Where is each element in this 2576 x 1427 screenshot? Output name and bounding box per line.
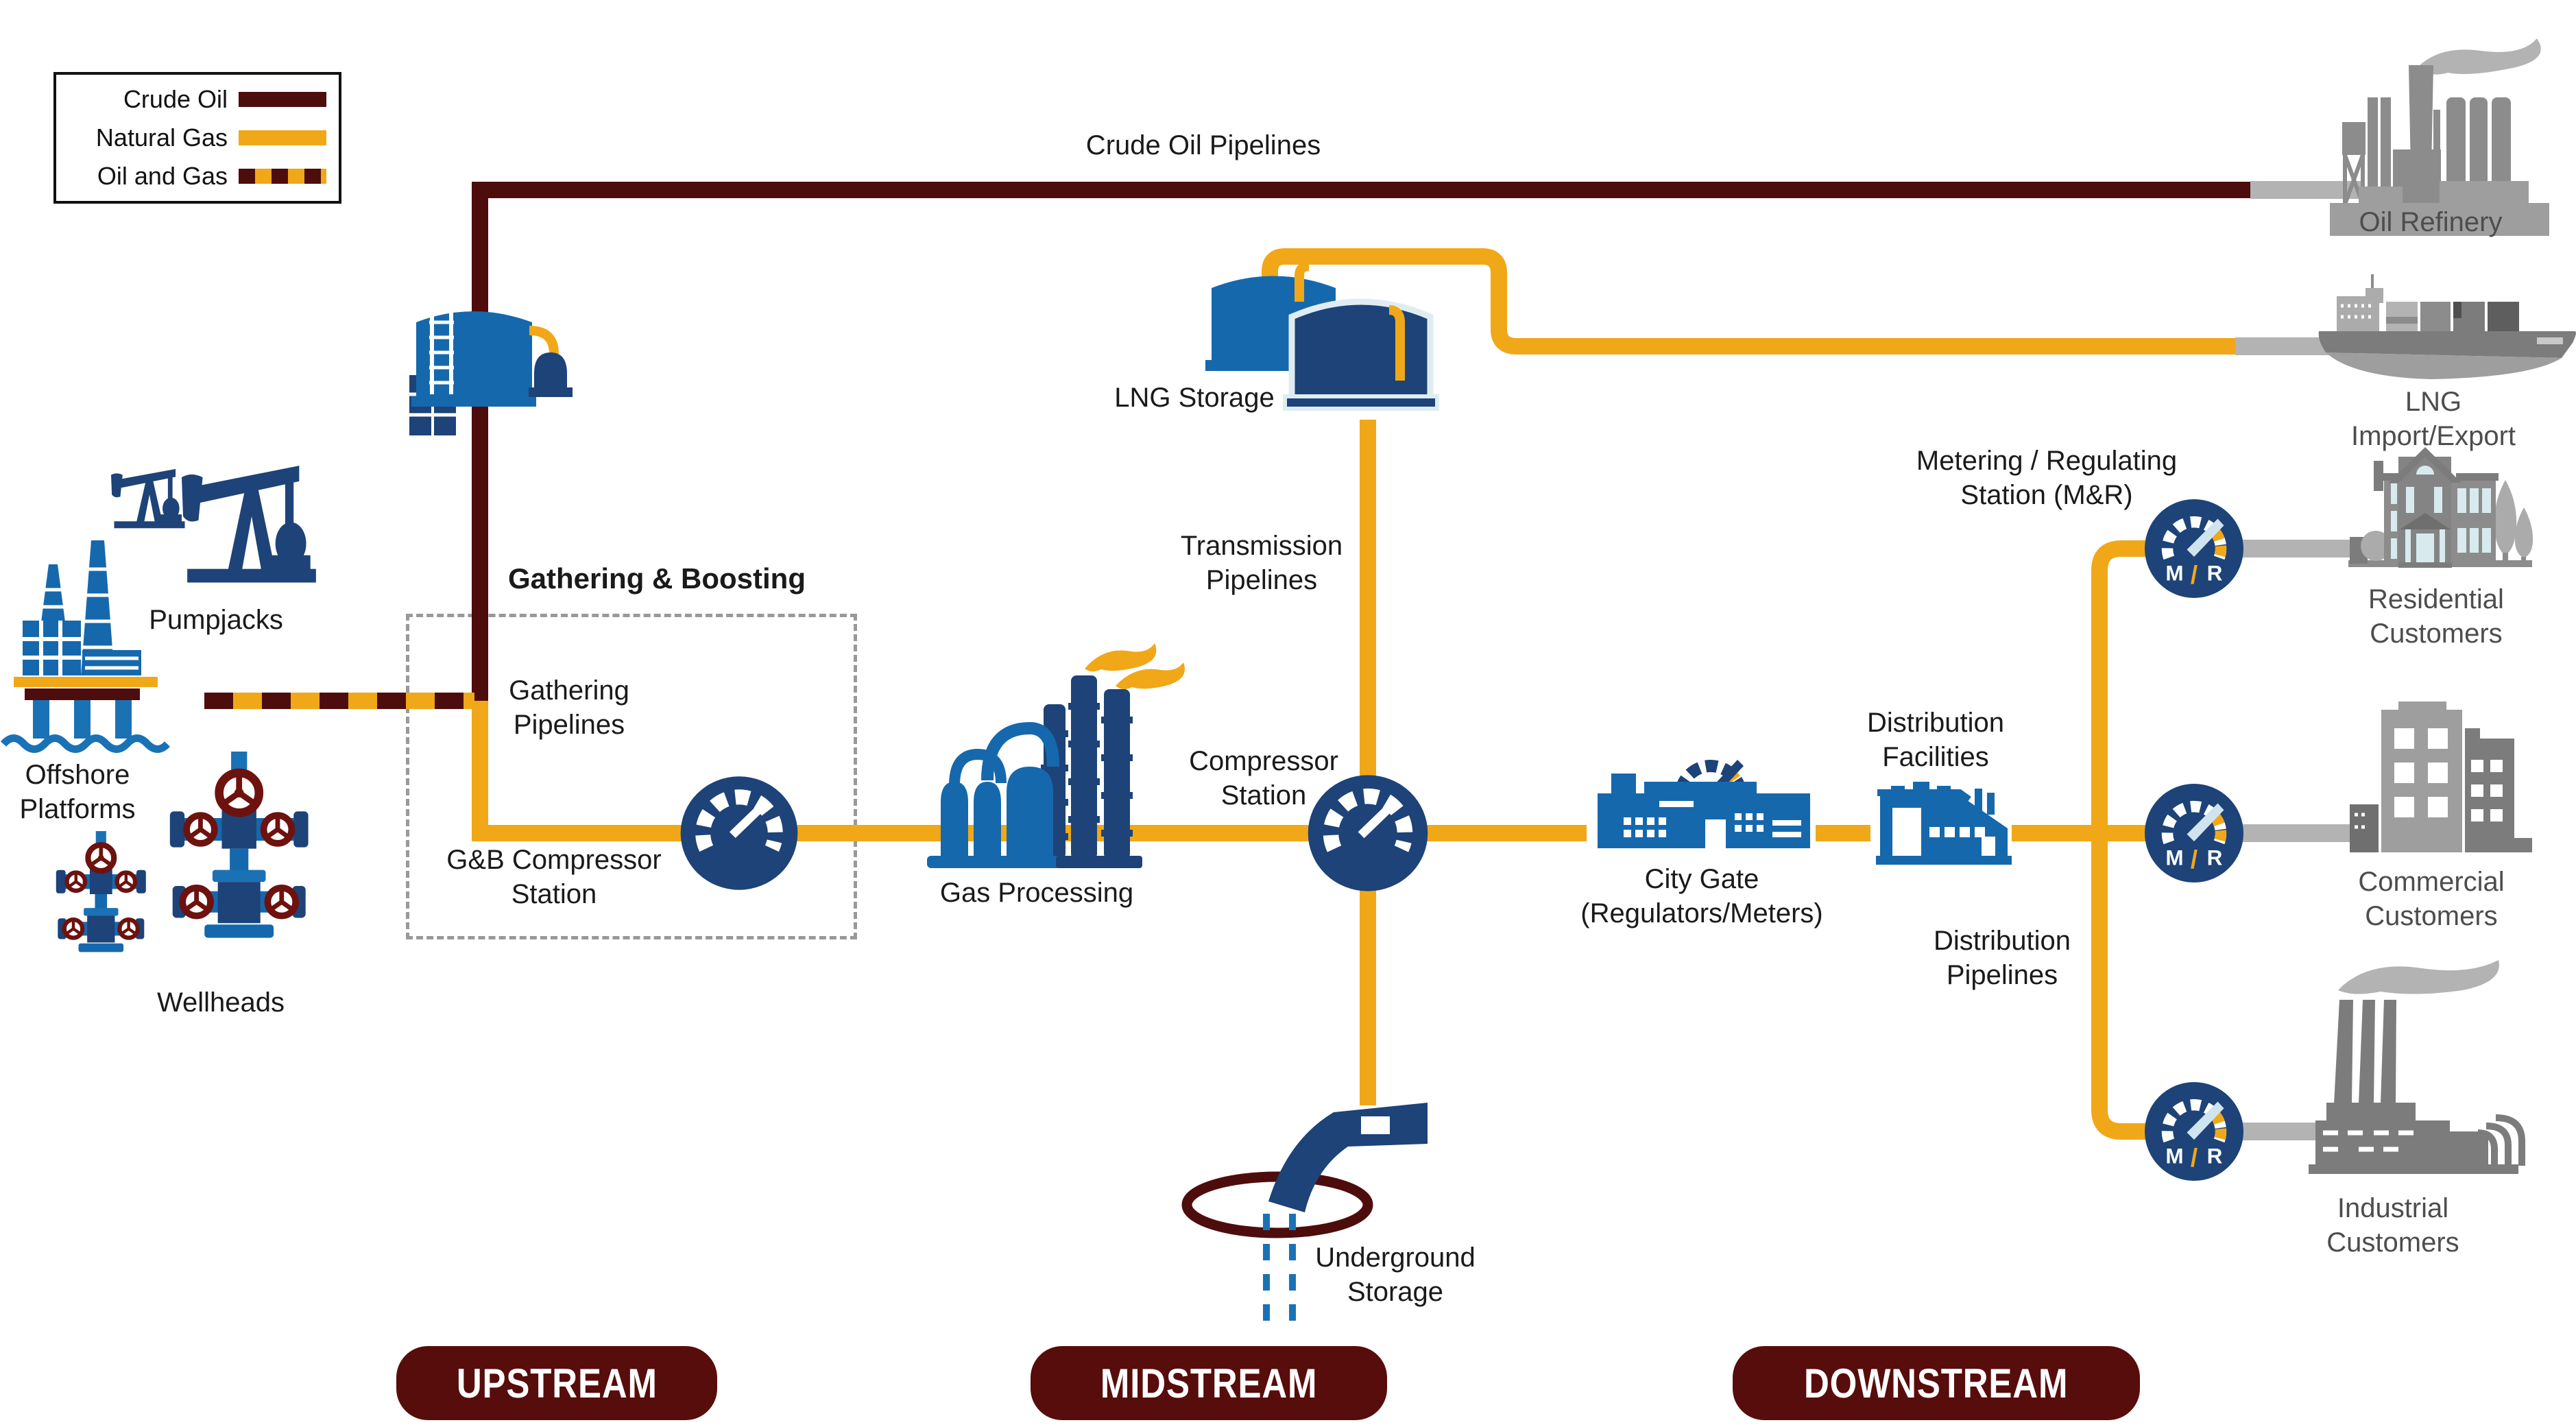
gathering-boosting-box	[406, 614, 857, 939]
gathering-boosting-label: Gathering & Boosting	[508, 562, 806, 595]
transmission-pipelines-label: Transmission Pipelines	[1180, 531, 1343, 595]
crude-oil-pipelines-label: Crude Oil Pipelines	[1085, 130, 1321, 160]
commercial-customers-label: Commercial Customers	[2358, 867, 2505, 931]
oil-refinery-icon	[2330, 38, 2549, 236]
gb-compressor-station-label: G&B Compressor Station	[446, 845, 662, 909]
legend: Crude Oil Natural Gas Oil and Gas	[53, 72, 341, 204]
gathering-pipelines-label: Gathering Pipelines	[509, 675, 629, 740]
wellheads-label: Wellheads	[156, 987, 285, 1018]
legend-oil-and-gas-label: Oil and Gas	[97, 162, 228, 190]
lng-import-export-label: LNG Import/Export	[2350, 387, 2516, 451]
commercial-buildings-icon	[2350, 701, 2532, 852]
crude-oil-pipeline	[472, 182, 2250, 701]
offshore-platforms-label: Offshore Platforms	[19, 760, 136, 824]
industrial-customers-label: Industrial Customers	[2326, 1193, 2459, 1258]
wellhead-large-icon	[170, 752, 309, 938]
gb-compressor-gauge-icon	[681, 776, 798, 889]
lng-export-pipeline	[1262, 248, 2235, 355]
metering-regulating-station-label: Metering / Regulating Station (M&R)	[1916, 446, 2178, 510]
pumpjack-small-icon	[111, 468, 185, 529]
compressor-station-label: Compressor Station	[1189, 746, 1338, 811]
city-gate-label: City Gate (Regulators/Meters)	[1580, 864, 1823, 928]
residential-house-icon	[2348, 447, 2533, 568]
mr-station-residential-icon	[2145, 499, 2243, 598]
midstream-pill-label: MIDSTREAM	[1100, 1360, 1318, 1406]
legend-crude-oil-swatch	[239, 92, 326, 107]
legend-natural-gas-swatch	[239, 130, 326, 145]
pumpjacks-label: Pumpjacks	[149, 605, 283, 635]
wellhead-small-icon	[56, 831, 146, 952]
lng-storage-label: LNG Storage	[1114, 383, 1275, 413]
legend-row-natural-gas: Natural Gas	[56, 123, 339, 152]
legend-row-oil-and-gas: Oil and Gas	[56, 162, 339, 191]
pumpjack-large-icon	[182, 466, 316, 583]
distribution-facilities-label: Distribution Facilities	[1866, 708, 2005, 772]
upstream-pill: UPSTREAM	[396, 1346, 717, 1420]
downstream-pill-label: DOWNSTREAM	[1804, 1360, 2069, 1406]
distribution-pipeline-trunk	[2091, 540, 2170, 1140]
gas-processing-icon	[927, 643, 1185, 868]
residential-customers-label: Residential Customers	[2368, 584, 2504, 649]
city-gate-icon	[1598, 760, 1810, 848]
industrial-factory-icon	[2309, 960, 2525, 1174]
midstream-pill: MIDSTREAM	[1031, 1346, 1387, 1420]
lng-ship-icon	[2318, 274, 2576, 379]
legend-row-crude-oil: Crude Oil	[56, 85, 339, 114]
underground-storage-label: Underground Storage	[1315, 1243, 1476, 1307]
oil-refinery-label: Oil Refinery	[2359, 207, 2503, 237]
underground-storage-icon	[1181, 1103, 1428, 1327]
legend-natural-gas-label: Natural Gas	[95, 123, 228, 152]
lng-storage-icon	[1205, 261, 1439, 411]
gas-processing-label: Gas Processing	[939, 878, 1134, 908]
downstream-pill: DOWNSTREAM	[1733, 1346, 2140, 1420]
mr-station-commercial-icon	[2145, 784, 2243, 883]
mr-station-industrial-icon	[2145, 1082, 2243, 1181]
offshore-platform-icon	[0, 540, 171, 753]
upstream-pill-label: UPSTREAM	[456, 1360, 658, 1406]
legend-crude-oil-label: Crude Oil	[123, 85, 228, 113]
distribution-facilities-icon	[1876, 782, 2012, 865]
crude-oil-tank-icon	[409, 310, 573, 435]
distribution-pipelines-label: Distribution Pipelines	[1933, 926, 2071, 990]
gathering-gas-pipeline	[472, 701, 1587, 841]
legend-oil-and-gas-swatch	[239, 169, 326, 184]
